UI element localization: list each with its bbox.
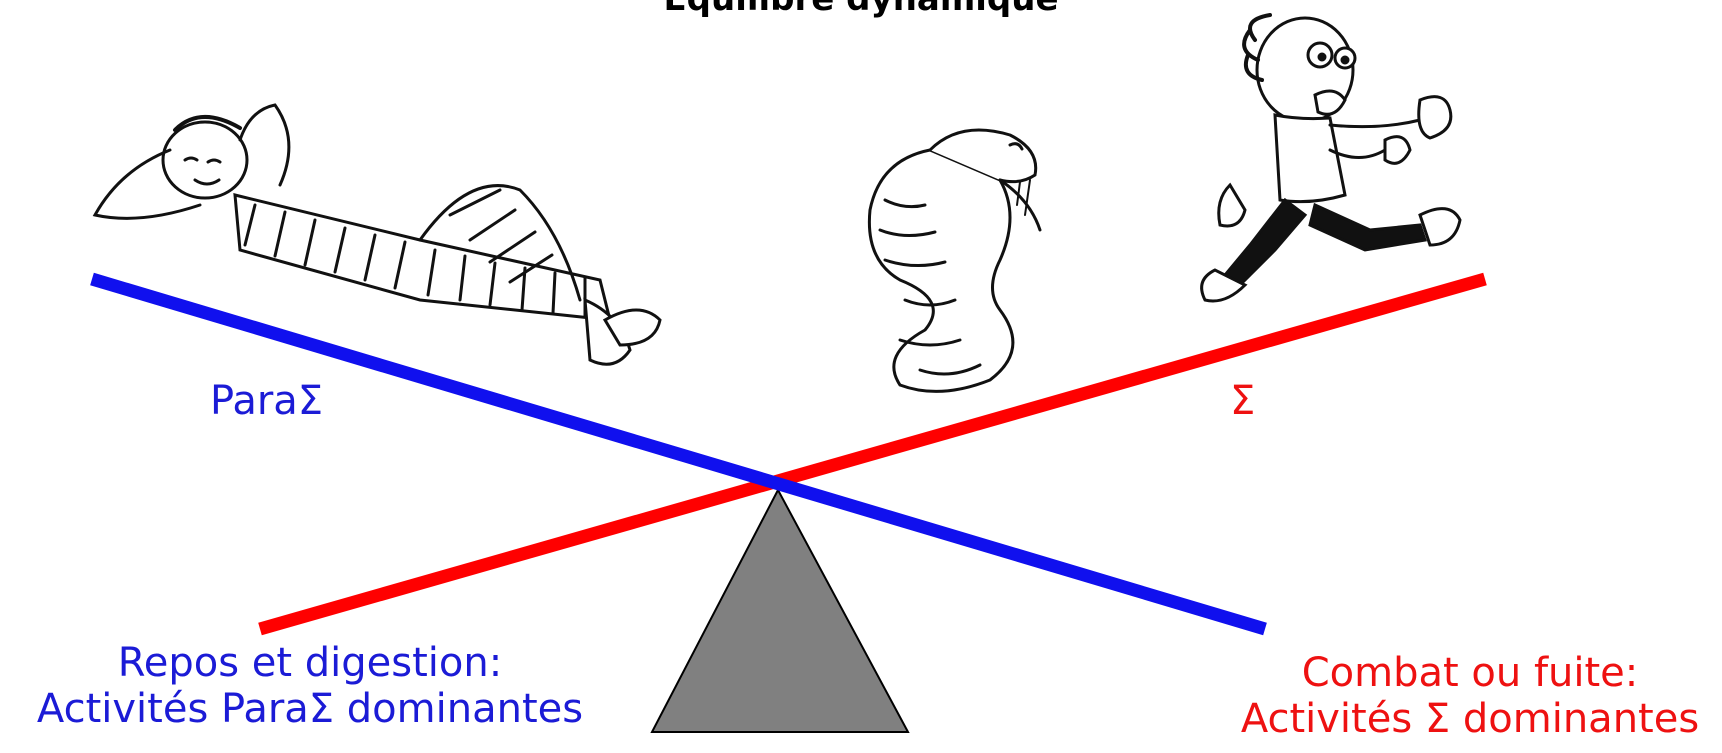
relaxed-man-icon — [92, 103, 662, 366]
rest-digestion-caption-line1: Repos et digestion: — [117, 640, 503, 686]
fulcrum-triangle — [650, 487, 910, 733]
rest-digestion-caption-line2: Activités ParaΣ dominantes — [36, 686, 584, 732]
fight-flight-caption-line1: Combat ou fuite: — [1301, 650, 1639, 696]
fight-flight-caption: Combat ou fuite: Activités Σ dominantes — [1220, 650, 1720, 742]
parasympathetic-bar — [90, 272, 1267, 636]
diagram-title: Equilibre dynamique — [0, 0, 1722, 19]
sympathetic-bar — [258, 272, 1487, 636]
cobra-icon — [867, 128, 1042, 393]
rest-digestion-caption: Repos et digestion: Activités ParaΣ domi… — [0, 640, 620, 732]
scared-running-man-icon — [1200, 13, 1462, 303]
sympathetic-label: Σ — [1230, 378, 1256, 424]
fight-flight-caption-line2: Activités Σ dominantes — [1240, 696, 1700, 742]
parasympathetic-label: ParaΣ — [210, 378, 324, 424]
